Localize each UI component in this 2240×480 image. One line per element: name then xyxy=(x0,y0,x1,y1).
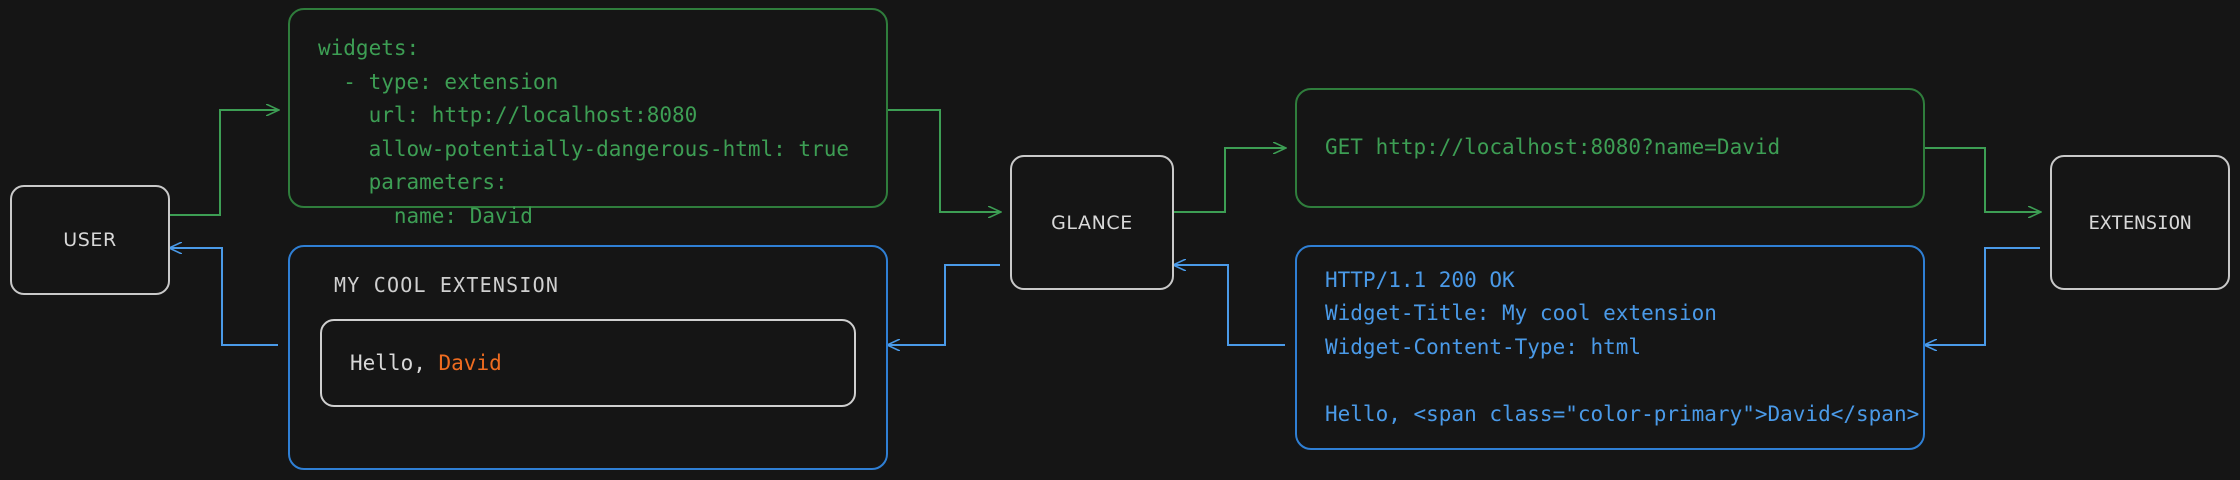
node-extension-label: EXTENSION xyxy=(2088,211,2192,234)
node-glance[interactable]: GLANCE xyxy=(1010,155,1174,290)
edge-user-to-config xyxy=(170,110,278,216)
http-response-text: HTTP/1.1 200 OK Widget-Title: My cool ex… xyxy=(1325,267,1920,426)
node-user-label: USER xyxy=(63,229,117,251)
widget-preview-title: MY COOL EXTENSION xyxy=(334,273,560,297)
edge-request-to-extension xyxy=(1925,147,2040,212)
edge-glance-to-widget xyxy=(888,264,1000,345)
edge-response-to-glance xyxy=(1174,265,1285,346)
widget-greeting-name: David xyxy=(438,351,502,375)
http-request: GET http://localhost:8080?name=David xyxy=(1295,88,1925,208)
widget-preview-card: MY COOL EXTENSION Hello, David xyxy=(288,245,888,470)
node-glance-label: GLANCE xyxy=(1051,211,1133,234)
yaml-config-text: widgets: - type: extension url: http://l… xyxy=(318,36,850,228)
yaml-widget-config: widgets: - type: extension url: http://l… xyxy=(288,8,888,228)
edge-extension-to-response xyxy=(1925,247,2040,345)
edge-widget-to-user xyxy=(170,248,278,346)
edge-glance-to-request xyxy=(1174,148,1285,213)
widget-greeting-prefix: Hello, xyxy=(350,351,439,375)
widget-preview-body: Hello, David xyxy=(320,319,856,407)
node-user[interactable]: USER xyxy=(10,185,170,295)
http-response: HTTP/1.1 200 OK Widget-Title: My cool ex… xyxy=(1295,245,1925,450)
edge-config-to-glance xyxy=(888,109,1000,212)
http-request-text: GET http://localhost:8080?name=David xyxy=(1325,135,1781,160)
node-extension[interactable]: EXTENSION xyxy=(2050,155,2230,290)
